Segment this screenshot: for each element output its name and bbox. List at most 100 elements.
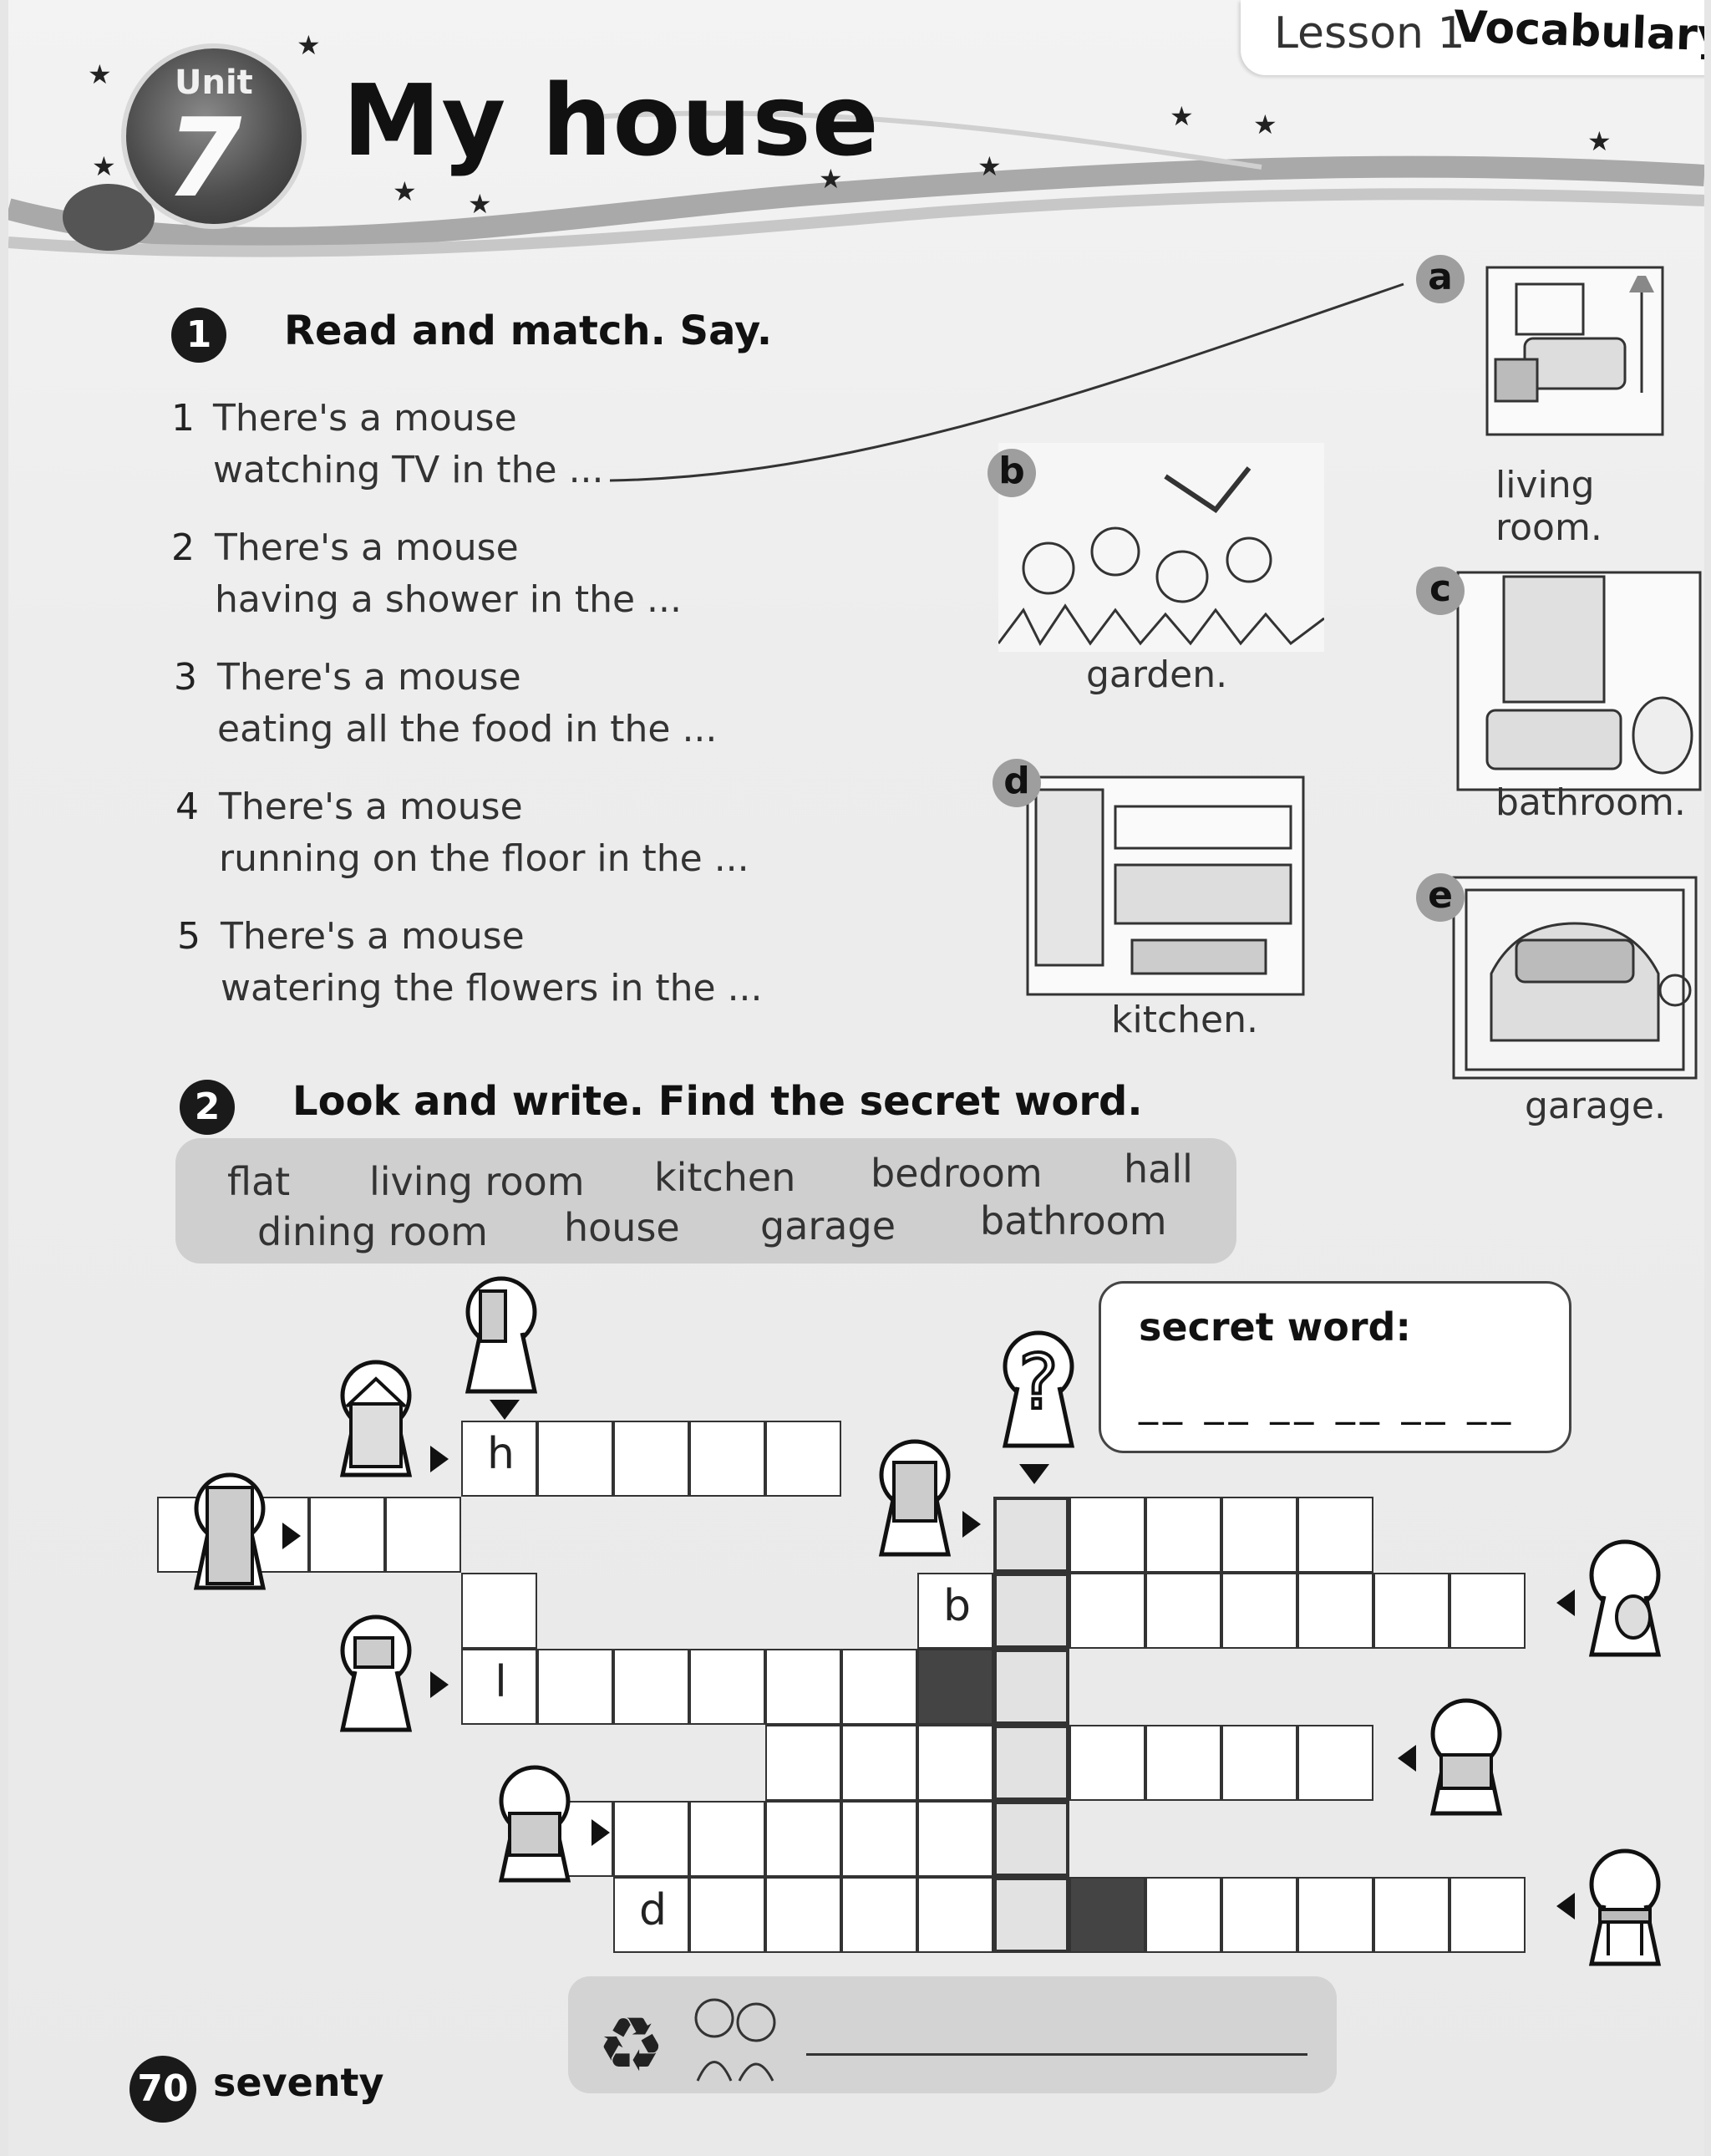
- crossword-given-letter: b: [942, 1581, 971, 1631]
- exercise-1-number: 1: [171, 308, 226, 363]
- crossword-cell[interactable]: [689, 1877, 765, 1953]
- star-icon: ★: [393, 175, 417, 207]
- lesson-tab: Lesson 1 Vocabulary: [1241, 0, 1704, 75]
- picture-e-badge: e: [1416, 873, 1465, 922]
- word-bank-item: garage: [760, 1203, 896, 1248]
- word-bank-item: flat: [227, 1159, 291, 1204]
- picture-c-label: bathroom.: [1495, 781, 1686, 824]
- crossword-cell[interactable]: [1450, 1877, 1526, 1953]
- crossword-cell[interactable]: [1069, 1573, 1145, 1649]
- living-room-illustration: [1485, 266, 1664, 436]
- word-bank-item: kitchen: [654, 1155, 796, 1200]
- crossword-cell[interactable]: [461, 1573, 537, 1649]
- crossword-cell[interactable]: [537, 1649, 613, 1725]
- crossword-cell[interactable]: [841, 1801, 917, 1877]
- star-icon: ★: [1253, 109, 1277, 140]
- crossword-cell[interactable]: [841, 1725, 917, 1801]
- crossword-cell[interactable]: [765, 1421, 841, 1497]
- svg-text:?: ?: [1018, 1339, 1059, 1426]
- clue-arrow-right: [282, 1523, 301, 1549]
- crossword-cell[interactable]: [841, 1649, 917, 1725]
- exercise-2-instruction: Look and write. Find the secret word.: [292, 1078, 1143, 1125]
- crossword-cell[interactable]: [1373, 1573, 1450, 1649]
- crossword-secret-cell[interactable]: [993, 1497, 1069, 1573]
- secret-word-box[interactable]: secret word: __ __ __ __ __ __: [1099, 1281, 1571, 1453]
- crossword-cell[interactable]: [613, 1801, 689, 1877]
- picture-e-label: garage.: [1525, 1085, 1666, 1127]
- crossword-cell[interactable]: b: [917, 1573, 993, 1649]
- crossword-secret-cell[interactable]: [993, 1725, 1069, 1801]
- unit-number: 7: [166, 94, 242, 221]
- crossword-cell[interactable]: [385, 1497, 461, 1573]
- crossword-cell[interactable]: [1450, 1573, 1526, 1649]
- crossword-secret-cell[interactable]: [993, 1649, 1069, 1725]
- crossword-cell[interactable]: [1221, 1497, 1297, 1573]
- crossword-cell[interactable]: [1221, 1877, 1297, 1953]
- clue-arrow-left: [1556, 1893, 1575, 1920]
- clue-arrow-left: [1556, 1589, 1575, 1616]
- crossword-cell[interactable]: [1221, 1725, 1297, 1801]
- crossword-cell[interactable]: [613, 1421, 689, 1497]
- clue-arrow-right: [591, 1819, 610, 1846]
- clue-arrow-right: [430, 1671, 449, 1698]
- star-icon: ★: [88, 58, 112, 90]
- crossword-cell[interactable]: [1069, 1497, 1145, 1573]
- footer-answer-line[interactable]: [806, 2053, 1307, 2056]
- crossword-cell[interactable]: [1145, 1725, 1221, 1801]
- flat-keyhole-icon: [193, 1472, 267, 1590]
- crossword-cell[interactable]: [1145, 1497, 1221, 1573]
- crossword-cell-shaded: [1069, 1877, 1145, 1953]
- crossword-secret-cell[interactable]: [993, 1877, 1069, 1953]
- crossword-cell[interactable]: [613, 1649, 689, 1725]
- hall-door-keyhole-icon: [465, 1276, 538, 1394]
- crossword-cell[interactable]: [1297, 1877, 1373, 1953]
- garage-illustration: [1452, 876, 1698, 1080]
- crossword-cell[interactable]: [1297, 1573, 1373, 1649]
- crossword-cell[interactable]: [1145, 1573, 1221, 1649]
- unit-label: Unit: [175, 64, 253, 102]
- question-mark-keyhole-icon: ?: [1002, 1330, 1075, 1448]
- secret-word-label: secret word:: [1139, 1304, 1411, 1350]
- crossword-cell[interactable]: [917, 1725, 993, 1801]
- word-bank-item: dining room: [257, 1209, 488, 1254]
- crossword-cell[interactable]: [689, 1649, 765, 1725]
- clue-arrow-right: [962, 1511, 981, 1538]
- crossword-cell[interactable]: [1297, 1725, 1373, 1801]
- crossword-cell[interactable]: [689, 1421, 765, 1497]
- page-title: My house: [343, 63, 880, 178]
- crossword-cell[interactable]: [765, 1649, 841, 1725]
- crossword-cell[interactable]: [917, 1801, 993, 1877]
- crossword-cell[interactable]: [1145, 1877, 1221, 1953]
- crossword-given-letter: h: [487, 1429, 515, 1479]
- crossword-cell[interactable]: [1373, 1877, 1450, 1953]
- crossword-cell[interactable]: [689, 1801, 765, 1877]
- crossword-cell[interactable]: [1069, 1725, 1145, 1801]
- secret-word-blanks[interactable]: __ __ __ __ __ __: [1139, 1380, 1516, 1425]
- crossword-cell[interactable]: [1221, 1573, 1297, 1649]
- crossword-cell[interactable]: [765, 1877, 841, 1953]
- recycle-icon: ♻: [597, 2001, 665, 2089]
- crossword-secret-cell[interactable]: [993, 1573, 1069, 1649]
- crossword-cell[interactable]: [537, 1421, 613, 1497]
- crossword-cell[interactable]: h: [461, 1421, 537, 1497]
- word-bank-item: bedroom: [871, 1151, 1043, 1196]
- crossword-cell[interactable]: [765, 1725, 841, 1801]
- header-swoosh: [8, 110, 1704, 257]
- crossword-cell[interactable]: [917, 1877, 993, 1953]
- picture-b-badge: b: [988, 449, 1036, 497]
- picture-a-badge: a: [1416, 255, 1465, 303]
- word-bank-item: house: [564, 1205, 680, 1250]
- star-icon: ★: [819, 163, 843, 195]
- section-label: Vocabulary: [1453, 2, 1704, 62]
- crossword-given-letter: d: [638, 1885, 667, 1935]
- crossword-cell[interactable]: [765, 1801, 841, 1877]
- crossword-secret-cell[interactable]: [993, 1801, 1069, 1877]
- crossword-cell[interactable]: [841, 1877, 917, 1953]
- picture-kitchen: [1023, 773, 1307, 999]
- crossword-cell[interactable]: l: [461, 1649, 537, 1725]
- crossword-cell[interactable]: [1297, 1497, 1373, 1573]
- workbook-page: Lesson 1 Vocabulary Unit 7 ★ ★ ★ ★ ★ ★ ★…: [8, 0, 1704, 2156]
- crossword-cell[interactable]: d: [613, 1877, 689, 1953]
- crossword-cell[interactable]: [309, 1497, 385, 1573]
- picture-garage: [1450, 873, 1704, 1082]
